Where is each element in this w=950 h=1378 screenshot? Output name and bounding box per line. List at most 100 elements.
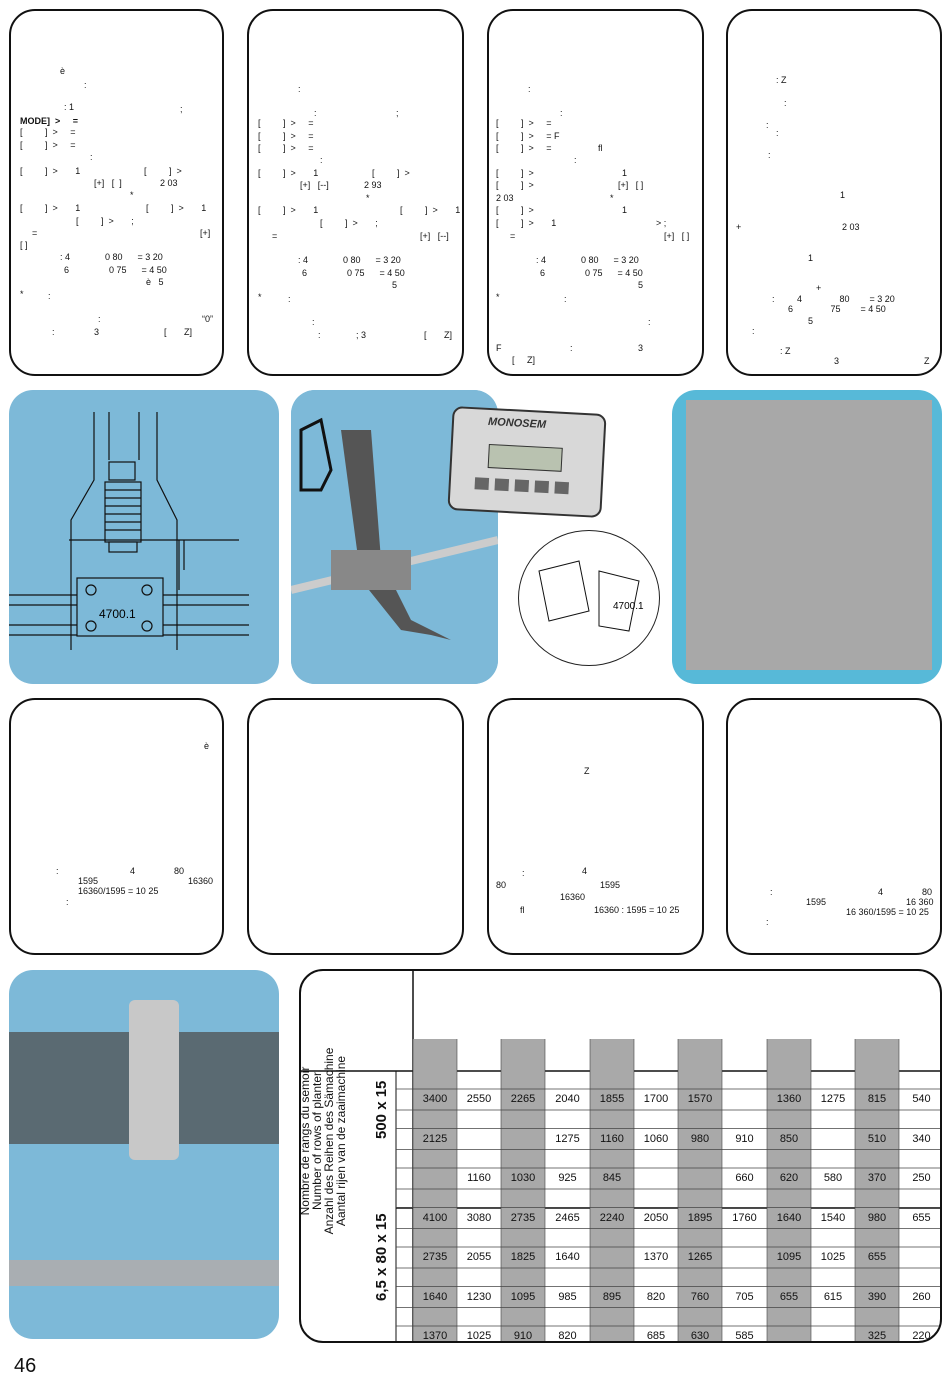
instruction-text: :: [560, 108, 563, 118]
instruction-text: 6 0 75 = 4 50: [540, 268, 643, 278]
instruction-text: 16360: [560, 892, 586, 902]
instruction-text: [ ] > =: [20, 140, 76, 150]
instruction-text: [ ] >: [496, 205, 534, 215]
table-cell: 2125: [422, 1132, 448, 1145]
instruction-box-2: [247, 9, 464, 376]
instruction-text: [ ] > 1: [20, 203, 81, 213]
instruction-text: [ ] > 1: [258, 168, 319, 178]
table-cell: 2265: [510, 1093, 536, 1105]
table-grid: [301, 971, 940, 1341]
instruction-text: :: [564, 294, 567, 304]
instruction-text: è: [60, 66, 66, 76]
instruction-text: fl: [520, 905, 525, 915]
table-cell: 895: [602, 1290, 622, 1303]
instruction-text: [ ] > 1: [496, 218, 557, 228]
instruction-text: 1595: [78, 876, 99, 886]
instruction-text: [ ] > =: [258, 131, 314, 141]
instruction-text: 4: [878, 887, 884, 897]
monitor-button: [554, 481, 569, 495]
instruction-text: :: [768, 150, 771, 160]
instruction-text: 2 03: [160, 178, 178, 188]
instruction-text: [+] [--]: [300, 180, 329, 190]
instruction-text: 1595: [600, 880, 621, 890]
instruction-text: 80: [174, 866, 185, 876]
table-cell: 1230: [466, 1290, 492, 1303]
sensor-detail-label: 4700.1: [613, 601, 644, 612]
instruction-text: Z: [584, 766, 590, 776]
table-cell: 1760: [732, 1211, 757, 1224]
instruction-text: [ ] > 1: [258, 205, 319, 215]
table-cell: 815: [867, 1093, 887, 1105]
instruction-text: :: [314, 108, 317, 118]
instruction-text: =: [272, 231, 278, 241]
table-cell: 260: [912, 1290, 931, 1303]
monitor-buttons: [474, 477, 585, 497]
instruction-text: [+] [ ]: [618, 180, 644, 190]
instruction-text: 1595: [806, 897, 827, 907]
instruction-text: è 5: [146, 277, 164, 287]
table-cell: 2050: [643, 1211, 669, 1224]
table-cell: 2550: [466, 1093, 492, 1105]
instruction-text: : Z: [776, 75, 787, 85]
table-cell: 370: [867, 1172, 887, 1184]
table-cell: 540: [912, 1093, 931, 1105]
table-cell: 1265: [687, 1251, 713, 1263]
instruction-text: [ ] > =: [20, 127, 76, 137]
instruction-text: :: [752, 326, 755, 336]
instruction-text: =: [32, 228, 38, 238]
instruction-text: :: [766, 917, 769, 927]
table-cell: 1095: [776, 1251, 802, 1263]
monitor-button: [474, 477, 490, 491]
sensor-diagram-drawing: 4700.1: [9, 412, 249, 650]
instruction-text: :: [770, 887, 773, 897]
table-cell: 845: [602, 1172, 622, 1184]
instruction-text: [ ] > ;: [320, 218, 378, 228]
table-cell: 1855: [599, 1093, 625, 1105]
instruction-text: [+] [ ]: [94, 178, 122, 188]
instruction-text: 80: [496, 880, 507, 890]
instruction-text: [ ] > ;: [76, 216, 134, 226]
instruction-text: :: [288, 294, 291, 304]
instruction-text: [ ] >: [144, 166, 182, 176]
instruction-box-1: [9, 9, 224, 376]
table-cell: 1895: [687, 1211, 713, 1224]
label-nl: Aantal rijen van de zaaimachine: [334, 1055, 348, 1227]
instruction-text: è: [204, 741, 210, 751]
table-cell: 340: [912, 1132, 931, 1145]
table-cell: 1025: [820, 1251, 846, 1263]
instruction-text: *: [20, 289, 24, 299]
table-cell: 1160: [467, 1172, 491, 1184]
instruction-text: :: [522, 868, 525, 878]
instruction-text: [ ] > =: [496, 118, 552, 128]
monitor-button: [514, 479, 530, 493]
seed-rate-table: Nombre de rangs du semoir Number of rows…: [299, 969, 942, 1343]
table-cell: 1570: [687, 1093, 713, 1105]
instruction-text: *: [258, 292, 262, 302]
table-cell: 250: [912, 1172, 931, 1184]
instruction-text: [ ] > =: [496, 143, 552, 153]
instruction-text: :: [766, 120, 769, 130]
wheel-size-b: 6,5 x 80 x 15: [373, 1213, 390, 1301]
planter-unit-photo: [672, 390, 942, 684]
table-cell: 820: [558, 1330, 577, 1342]
table-cell: 660: [735, 1172, 754, 1184]
instruction-text: *: [366, 193, 370, 203]
instruction-text: ; 3: [356, 330, 367, 340]
instruction-text: [ ] > 1: [146, 203, 207, 213]
instruction-text: “0”: [202, 314, 213, 324]
monitor-device: MONOSEM: [447, 406, 607, 518]
table-cell: 910: [513, 1330, 533, 1342]
table-cell: 985: [558, 1290, 577, 1303]
table-cell: 2240: [599, 1211, 625, 1224]
calc-box-4: [726, 698, 942, 955]
table-cell: 1540: [820, 1211, 846, 1224]
table-cell: 1060: [643, 1132, 669, 1145]
instruction-text: > ;: [656, 218, 667, 228]
instruction-text: 16 360: [906, 897, 934, 907]
calc-box-3: [487, 698, 704, 955]
instruction-text: 3: [834, 356, 840, 366]
table-cell: 2465: [555, 1211, 580, 1224]
instruction-text: : 4 80 = 3 20: [772, 294, 895, 304]
table-cell: 705: [735, 1290, 754, 1303]
table-cell: 1360: [776, 1093, 802, 1105]
